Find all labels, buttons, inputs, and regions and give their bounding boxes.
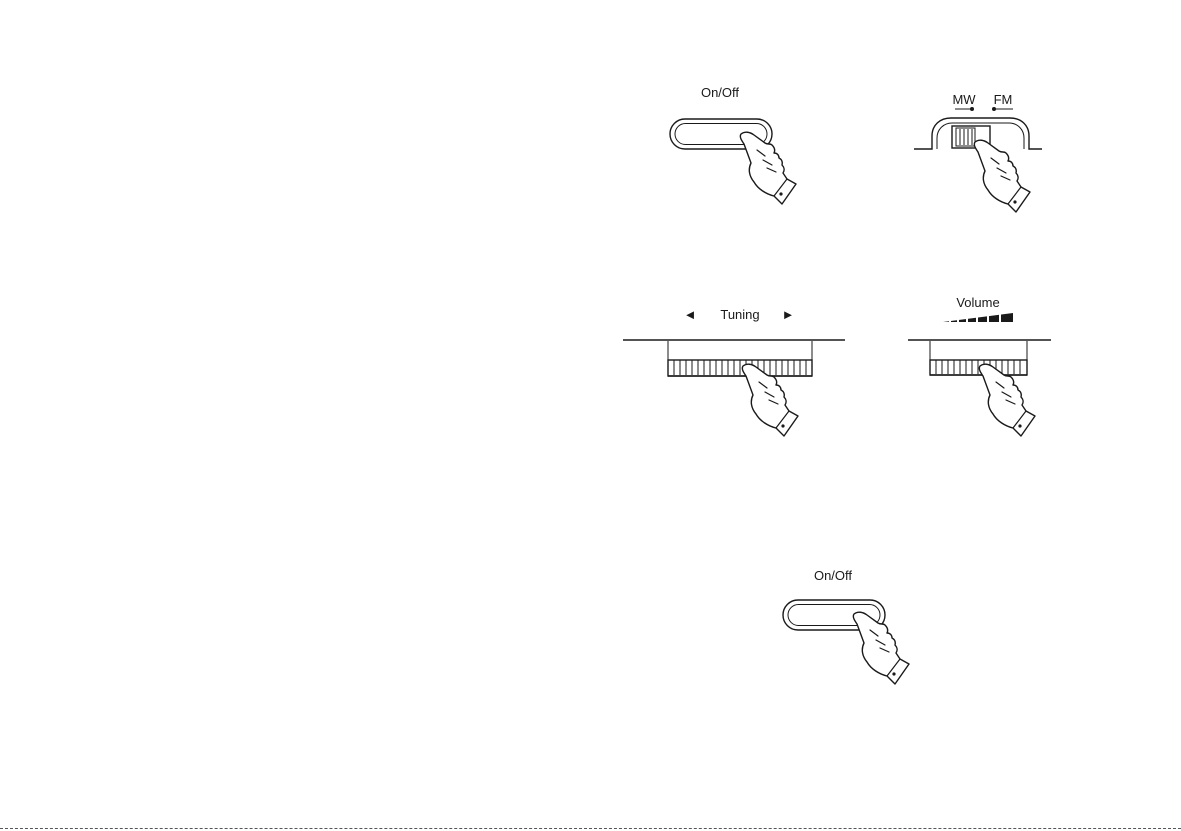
pressing-hand-icon [853, 612, 909, 684]
tuning-control: ◄ Tuning ► [623, 307, 845, 436]
band-label-mw: MW [952, 92, 976, 107]
power-control-bottom: On/Off [783, 568, 909, 684]
volume-level-wedge [943, 311, 1013, 323]
volume-dial-wheel[interactable] [930, 360, 1027, 375]
power-label-bottom: On/Off [814, 568, 852, 583]
page-bottom-rule [0, 828, 1181, 829]
tuning-label: Tuning [720, 307, 759, 322]
pressing-hand-icon [974, 140, 1030, 212]
band-switch-control: MW FM [914, 92, 1042, 212]
band-label-fm: FM [994, 92, 1013, 107]
power-label-top: On/Off [701, 85, 739, 100]
tuning-dial-wheel[interactable] [668, 360, 812, 376]
volume-control: Volume [908, 295, 1051, 436]
power-control-top: On/Off [670, 85, 796, 204]
tuning-arrow-left: ◄ [684, 307, 697, 322]
volume-label: Volume [956, 295, 999, 310]
tuning-arrow-right: ► [782, 307, 795, 322]
